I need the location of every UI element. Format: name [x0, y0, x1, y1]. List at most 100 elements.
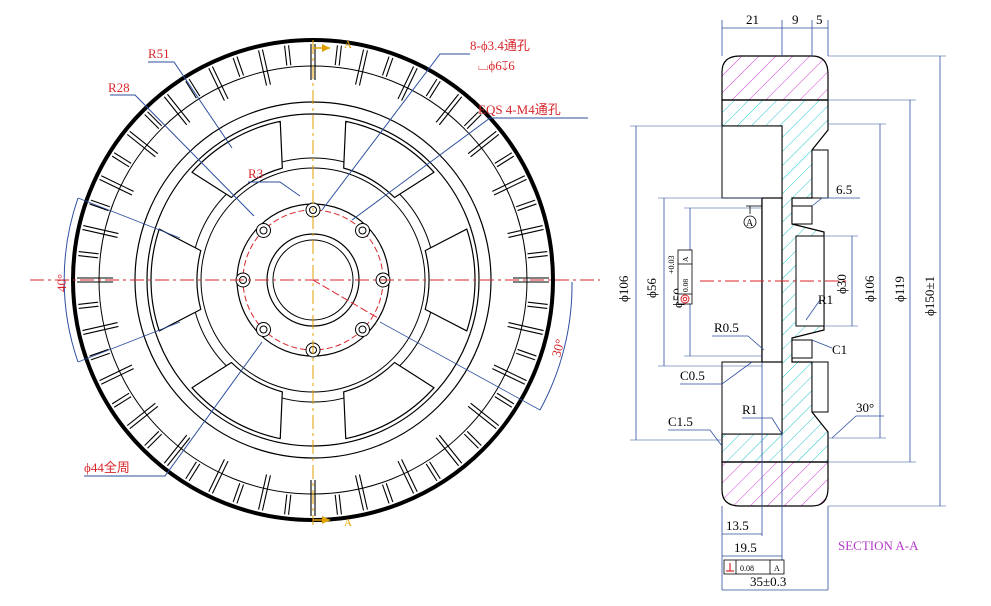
dim-w195: 19.5 — [734, 540, 757, 555]
perp-value: 0.08 — [740, 564, 754, 573]
leader-c05 — [680, 361, 753, 385]
perp-ref: A — [774, 564, 780, 573]
angle-ref-line-40a — [77, 197, 181, 239]
rim-window-upper — [721, 125, 783, 199]
label-section-a-top: A — [344, 39, 352, 51]
spoke-cut-lower — [811, 361, 829, 413]
tread-slot — [355, 474, 369, 511]
leader-r3 — [248, 181, 301, 197]
leader-holes — [321, 53, 470, 211]
spoke-window — [343, 120, 435, 199]
tread-slot — [492, 364, 527, 385]
tread-slot — [208, 459, 229, 494]
datum-a-label: A — [746, 218, 754, 229]
coaxiality-frame: 0.08 A — [677, 249, 693, 305]
leader-r05 — [712, 335, 765, 351]
spoke-window — [191, 361, 283, 440]
label-counterbore: ⌴ϕ6↧6 — [478, 58, 515, 73]
bolt-hole-counterbore — [256, 223, 272, 239]
tread-slot — [527, 251, 548, 259]
hub-step-upper — [791, 205, 813, 225]
leader-r51 — [148, 61, 233, 149]
dim-d30: ϕ30 — [834, 274, 849, 294]
leader-c1 — [811, 339, 833, 349]
dim-d150: ϕ150±1 — [922, 276, 937, 316]
label-section-a-bottom: A — [344, 517, 352, 529]
tread-slot — [492, 175, 527, 196]
bolt-hole-counterbore — [354, 321, 370, 337]
dim-c1: C1 — [832, 342, 847, 357]
tread-slot — [78, 251, 99, 259]
tread-slot — [425, 78, 441, 99]
bolt-holes — [235, 202, 391, 358]
tread-slot — [494, 392, 515, 408]
tread-slot — [163, 93, 191, 126]
bolt-hole-counterbore — [256, 321, 272, 337]
tread-slot — [425, 461, 441, 482]
tread-slot — [334, 494, 342, 515]
tread-slot — [208, 66, 229, 101]
rim-window-lower — [721, 361, 783, 435]
diagonal-center-line — [312, 279, 379, 319]
label-angle-30: 30° — [548, 337, 567, 358]
leader-r1-lower — [742, 417, 783, 435]
tread-slot — [334, 45, 342, 66]
label-angle-40: 40° — [54, 274, 69, 292]
tire-section-upper — [721, 55, 829, 101]
tread-slot — [232, 483, 245, 504]
tire-section-lower — [721, 461, 829, 507]
tread-slot — [89, 348, 110, 361]
dim-r1-upper: R1 — [818, 292, 833, 307]
angle-ref-line-30 — [379, 321, 541, 411]
dim-d50-tol-upper: +0.03 — [667, 255, 676, 274]
dim-d119: ϕ119 — [892, 276, 907, 302]
bolt-hole — [259, 226, 268, 235]
tread-slot — [467, 402, 500, 430]
tread-slot — [257, 474, 271, 511]
tread-slot — [163, 434, 191, 467]
bore-section — [761, 197, 783, 363]
section-arrowhead-bottom — [322, 516, 330, 524]
section-view: 21 9 5 ϕ106 ϕ56 ϕ50 +0.03 0 0.08 A — [616, 12, 946, 591]
tread-slot — [232, 56, 245, 77]
label-eqs-tapped: EQS 4-M4通孔 — [478, 102, 561, 117]
dim-c05: C0.5 — [680, 368, 705, 383]
bolt-hole — [358, 226, 367, 235]
dim-d56: ϕ56 — [644, 278, 659, 298]
bolt-hole — [309, 206, 317, 214]
leader-c15 — [668, 429, 723, 447]
tread-slot — [144, 430, 163, 449]
spoke-window — [343, 361, 435, 440]
tread-slot — [310, 480, 316, 516]
label-r3: R3 — [248, 166, 263, 181]
tread-slot — [185, 461, 201, 482]
tread-slot — [78, 301, 99, 309]
tread-slot — [111, 152, 132, 168]
tread-slot — [435, 93, 463, 126]
tread-slot — [126, 130, 159, 158]
tread-slot — [82, 322, 119, 336]
label-hole-count: 8-ϕ3.4通孔 — [470, 38, 530, 53]
bolt-hole-counterbore — [354, 223, 370, 239]
tread-slot — [467, 130, 500, 158]
tread-slot — [507, 322, 544, 336]
tread-slot — [463, 430, 482, 449]
tread-slot — [126, 402, 159, 430]
tread-slot — [435, 434, 463, 467]
tread-slot — [111, 392, 132, 408]
tread-slot — [144, 111, 163, 130]
spoke-windows — [150, 120, 476, 440]
leader-30deg — [831, 415, 884, 439]
tread-slot — [381, 56, 394, 77]
tread-slot — [185, 78, 201, 99]
front-view: R51 R28 R3 8-ϕ3.4通孔 ⌴ϕ6↧6 EQS 4-M4通孔 40°… — [30, 38, 600, 529]
bolt-hole — [259, 325, 268, 334]
datum-a-symbol: A — [743, 205, 762, 229]
dim-w135: 13.5 — [726, 518, 749, 533]
perpendicularity-frame: 0.08 A — [723, 559, 785, 575]
tread-slot — [99, 175, 134, 196]
tread-slot — [507, 224, 544, 238]
tread-slot — [516, 348, 537, 361]
dim-d106-left: ϕ106 — [616, 275, 631, 302]
